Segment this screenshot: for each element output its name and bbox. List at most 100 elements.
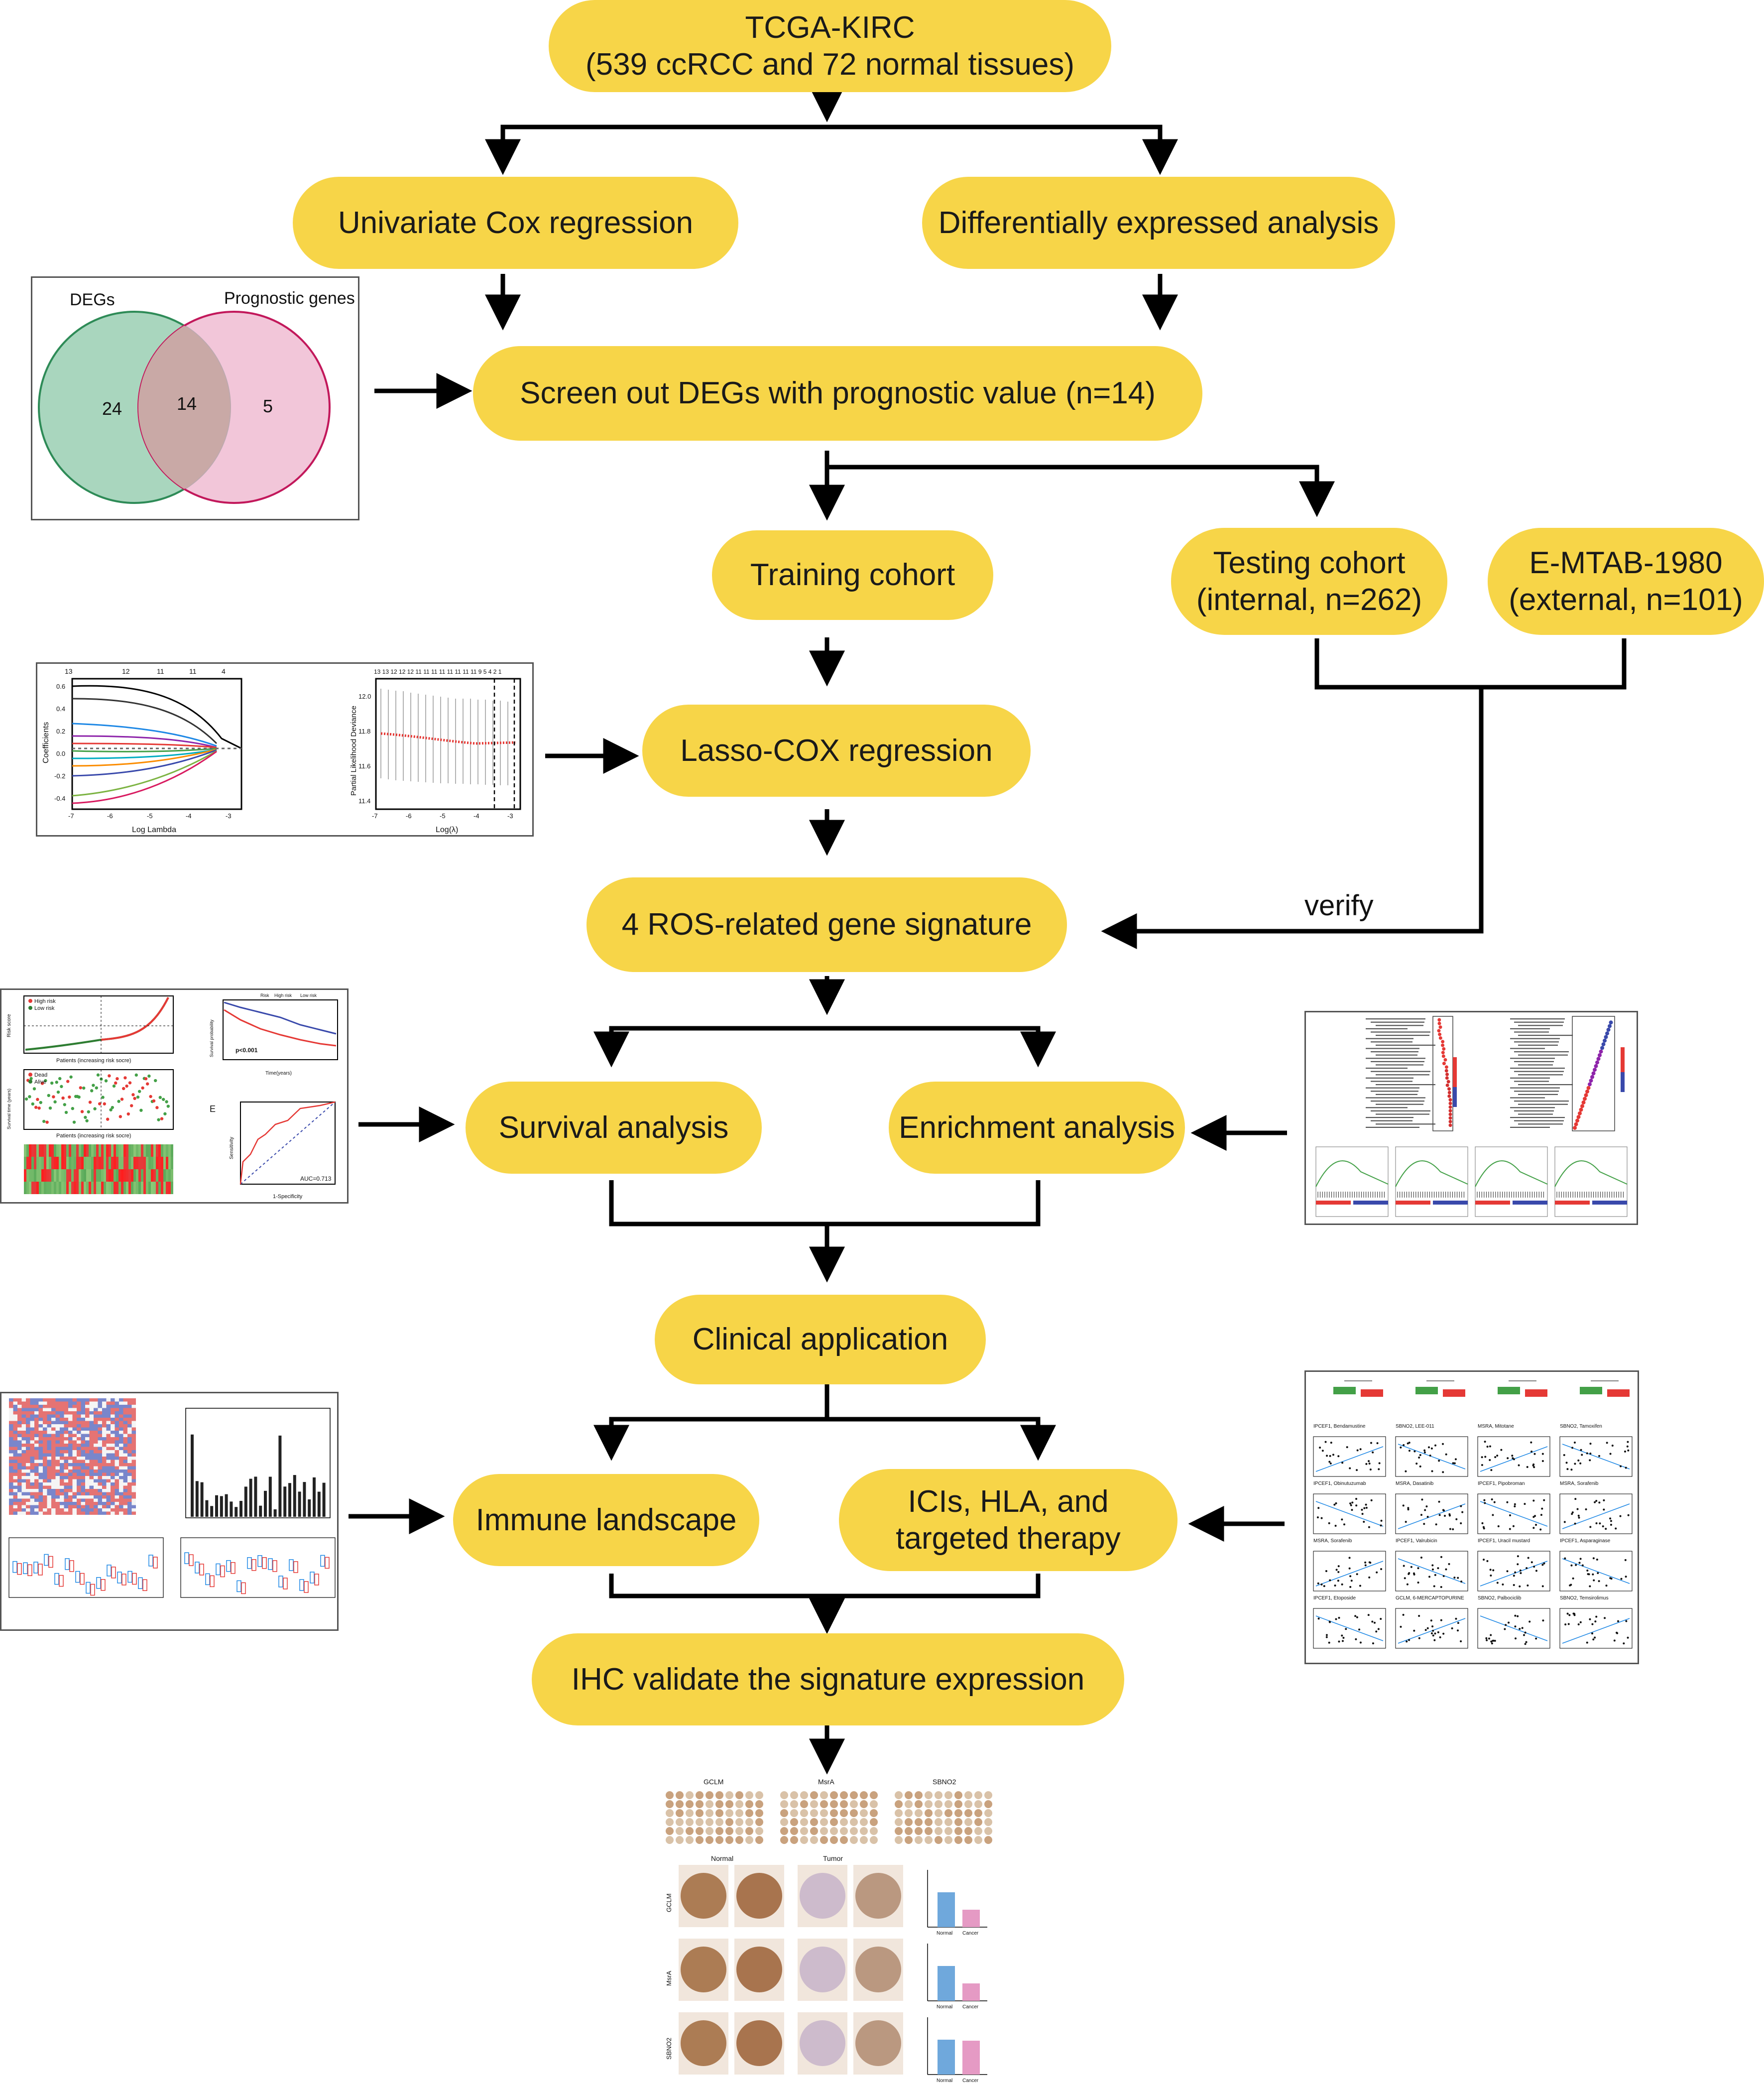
heatmap-cell	[39, 1182, 41, 1194]
drug-point	[1324, 1441, 1327, 1443]
drug-point	[1489, 1459, 1491, 1462]
immune-heat-cell	[64, 1511, 68, 1515]
immune-heat-cell	[64, 1431, 68, 1434]
survival-dot	[131, 1093, 135, 1097]
drug-point	[1586, 1569, 1589, 1572]
drug-point	[1497, 1525, 1500, 1528]
immune-heat-cell	[26, 1424, 30, 1428]
drug-box-high	[1525, 1389, 1547, 1397]
immune-heat-cell	[106, 1482, 111, 1486]
immune-heat-cell	[17, 1418, 22, 1421]
immune-heat-cell	[106, 1460, 111, 1463]
heatmap-cell	[143, 1144, 146, 1157]
immune-heat-cell	[47, 1440, 51, 1444]
ihc-core	[915, 1836, 923, 1844]
immune-heat-cell	[115, 1495, 119, 1499]
immune-heat-cell	[68, 1405, 73, 1408]
immune-heat-cell	[17, 1485, 22, 1489]
heatmap-cell	[101, 1169, 104, 1182]
immune-heat-cell	[60, 1460, 64, 1463]
drug-point	[1373, 1621, 1376, 1624]
immune-heat-cell	[123, 1502, 127, 1505]
ihc-core	[755, 1791, 763, 1799]
drug-point	[1434, 1444, 1437, 1447]
heatmap-cell	[44, 1169, 46, 1182]
ihc-core	[800, 1809, 808, 1817]
drug-point	[1350, 1580, 1353, 1582]
immune-heat-cell	[72, 1424, 77, 1428]
drug-point	[1563, 1454, 1565, 1456]
immune-heat-cell	[123, 1427, 127, 1431]
immune-heat-cell	[85, 1470, 90, 1473]
venn-right-count: 5	[263, 396, 273, 416]
immune-heat-cell	[72, 1479, 77, 1482]
heatmap-cell	[118, 1182, 121, 1194]
immune-heat-cell	[34, 1414, 39, 1418]
immune-heat-cell	[68, 1421, 73, 1424]
immune-heat-cell	[77, 1401, 81, 1405]
immune-heat-cell	[55, 1495, 60, 1499]
enrichment-term-label	[1366, 1018, 1425, 1020]
immune-heat-cell	[43, 1437, 47, 1441]
immune-heat-cell	[34, 1421, 39, 1424]
drug-point	[1625, 1576, 1627, 1578]
immune-heat-cell	[43, 1453, 47, 1457]
enrichment-term-label	[1371, 1081, 1412, 1082]
heatmap-cell	[111, 1144, 114, 1157]
immune-heat-cell	[81, 1431, 85, 1434]
immune-bar	[220, 1496, 223, 1517]
immune-heat-cell	[94, 1444, 98, 1447]
immune-heat-cell	[77, 1472, 81, 1476]
immune-heat-cell	[43, 1511, 47, 1515]
ihc-core	[935, 1836, 942, 1844]
immune-heat-cell	[60, 1466, 64, 1470]
enrichment-dot	[1447, 1094, 1451, 1098]
ihc-core	[725, 1827, 733, 1835]
drug-point	[1565, 1462, 1568, 1464]
immune-heat-cell	[131, 1421, 136, 1424]
drug-point	[1418, 1637, 1420, 1639]
immune-heat-cell	[106, 1418, 111, 1421]
drug-point	[1434, 1632, 1436, 1635]
node-univariate-label: Univariate Cox regression	[338, 205, 694, 240]
drug-point	[1328, 1620, 1331, 1623]
immune-heat-cell	[81, 1492, 85, 1495]
immune-heat-cell	[106, 1405, 111, 1408]
immune-heat-cell	[13, 1508, 17, 1512]
heatmap-cell	[81, 1144, 84, 1157]
immune-heat-cell	[94, 1418, 98, 1421]
immune-heat-cell	[127, 1408, 132, 1411]
drug-point	[1572, 1577, 1574, 1580]
heatmap-cell	[138, 1182, 141, 1194]
heatmap-cell	[79, 1182, 81, 1194]
immune-heat-cell	[60, 1444, 64, 1447]
immune-heat-cell	[119, 1398, 123, 1402]
drug-point	[1413, 1629, 1415, 1632]
drug-point	[1610, 1578, 1613, 1580]
immune-bar	[200, 1482, 204, 1517]
drug-point	[1370, 1499, 1373, 1501]
drug-point	[1581, 1564, 1584, 1567]
ihc-tissue	[855, 1873, 901, 1919]
enrichment-dot	[1604, 1035, 1608, 1039]
immune-heat-cell	[72, 1508, 77, 1512]
immune-heat-cell	[127, 1470, 132, 1473]
survival-dot	[117, 1100, 120, 1103]
drug-panel-frame	[1477, 1493, 1550, 1534]
heatmap-cell	[56, 1182, 59, 1194]
immune-box	[96, 1577, 101, 1589]
immune-heat-cell	[38, 1421, 43, 1424]
immune-heat-cell	[68, 1418, 73, 1421]
drug-panel-frame	[1559, 1608, 1633, 1649]
immune-heat-cell	[64, 1460, 68, 1463]
immune-heat-cell	[123, 1440, 127, 1444]
drug-point	[1485, 1637, 1488, 1639]
ihc-core	[860, 1800, 868, 1808]
ihc-core	[800, 1818, 808, 1826]
enrichment-dot	[1605, 1031, 1609, 1036]
heatmap-cell	[71, 1157, 74, 1169]
immune-box	[199, 1564, 204, 1576]
enrichment-term-label	[1371, 1031, 1430, 1033]
immune-heat-cell	[102, 1421, 107, 1424]
enrichment-term-label	[1376, 1035, 1429, 1036]
